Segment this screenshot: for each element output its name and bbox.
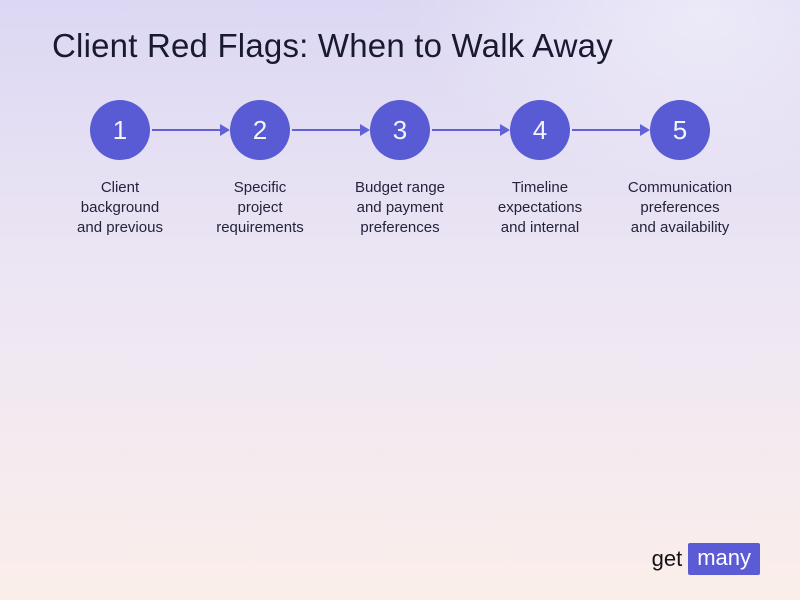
logo-brand-badge: many <box>688 543 760 575</box>
step-5: 5 Communication preferences and availabi… <box>610 100 750 238</box>
arrow-line <box>432 129 501 131</box>
step-5-circle: 5 <box>650 100 710 160</box>
step-5-number: 5 <box>672 115 688 145</box>
arrow-head-icon <box>220 124 230 136</box>
step-3-label: Budget range and payment preferences <box>354 179 446 236</box>
step-4-circle: 4 <box>510 100 570 160</box>
step-2-label: Specific project requirements <box>216 179 304 236</box>
step-3-number: 3 <box>392 115 408 145</box>
arrow-head-icon <box>360 124 370 136</box>
arrow-line <box>292 129 361 131</box>
flow-arrow-3 <box>432 121 510 139</box>
step-1-circle: 1 <box>90 100 150 160</box>
arrow-line <box>572 129 641 131</box>
step-2-number: 2 <box>252 115 268 145</box>
arrow-line <box>152 129 221 131</box>
flow-arrow-1 <box>152 121 230 139</box>
step-4-label: Timeline expectations and internal <box>497 179 583 236</box>
logo-prefix-text: get <box>651 546 683 571</box>
step-1-number: 1 <box>112 115 128 145</box>
arrow-head-icon <box>500 124 510 136</box>
getmany-logo: get many <box>652 543 760 575</box>
flow-arrow-4 <box>572 121 650 139</box>
step-3: 3 Budget range and payment preferences <box>330 100 470 238</box>
step-1-label: Client background and previous <box>77 179 163 236</box>
step-3-circle: 3 <box>370 100 430 160</box>
step-2: 2 Specific project requirements <box>190 100 330 238</box>
step-5-label: Communication preferences and availabili… <box>627 179 733 236</box>
arrow-head-icon <box>640 124 650 136</box>
step-4-number: 4 <box>532 115 548 145</box>
step-2-circle: 2 <box>230 100 290 160</box>
step-4: 4 Timeline expectations and internal <box>470 100 610 238</box>
flow-arrow-2 <box>292 121 370 139</box>
slide-title: Client Red Flags: When to Walk Away <box>52 27 613 64</box>
step-1: 1 Client background and previous <box>50 100 190 238</box>
